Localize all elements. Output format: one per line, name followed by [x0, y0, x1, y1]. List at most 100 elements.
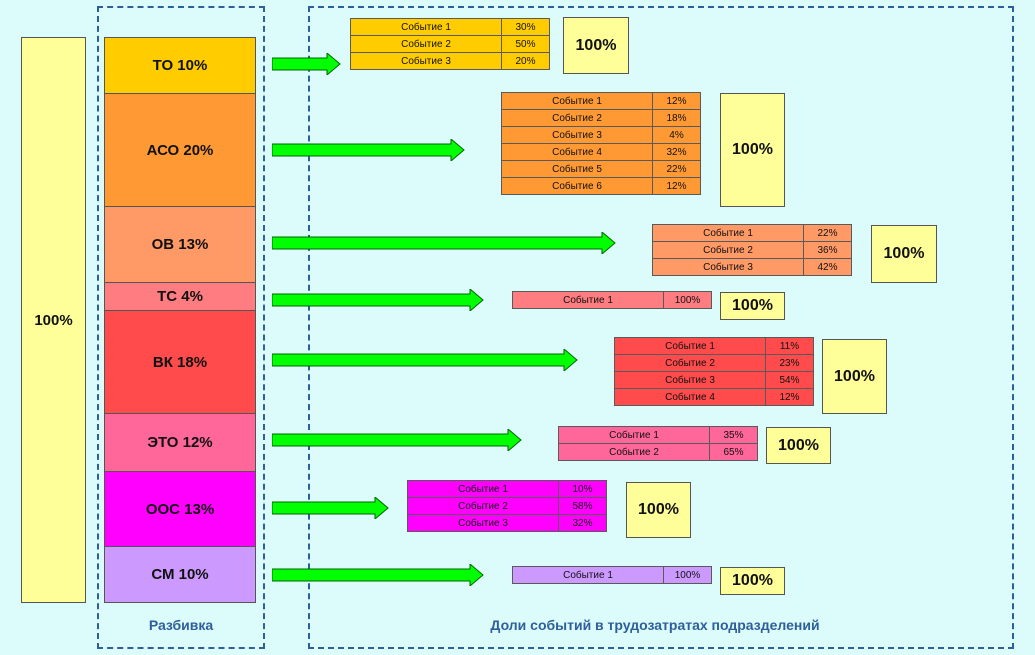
sum-box-vk: 100%	[822, 339, 887, 414]
event-percent: 18%	[652, 109, 701, 127]
breakdown-frame	[97, 6, 265, 649]
event-name: Событие 1	[501, 92, 653, 110]
event-percent: 12%	[652, 177, 701, 195]
event-name: Событие 4	[501, 143, 653, 161]
event-name: Событие 3	[614, 371, 766, 389]
sum-box-to: 100%	[563, 17, 629, 74]
event-percent: 22%	[652, 160, 701, 178]
segment-sm: СМ 10%	[104, 546, 256, 603]
event-percent: 54%	[765, 371, 814, 389]
event-name: Событие 2	[558, 443, 710, 461]
event-percent: 100%	[663, 566, 712, 584]
arrow-aso	[272, 139, 465, 161]
event-name: Событие 1	[558, 426, 710, 444]
event-percent: 11%	[765, 337, 814, 355]
event-percent: 12%	[652, 92, 701, 110]
sum-box-ts: 100%	[720, 292, 785, 320]
arrow-to	[272, 53, 341, 75]
event-name: Событие 5	[501, 160, 653, 178]
event-percent: 32%	[558, 514, 607, 532]
sum-box-eto: 100%	[766, 427, 831, 464]
event-name: Событие 6	[501, 177, 653, 195]
arrow-vk	[272, 349, 578, 371]
segment-eto: ЭТО 12%	[104, 413, 256, 472]
event-percent: 65%	[709, 443, 758, 461]
event-percent: 50%	[501, 35, 550, 53]
segment-ov: ОВ 13%	[104, 206, 256, 283]
segment-ts: ТС 4%	[104, 282, 256, 311]
shares-frame	[308, 6, 1014, 649]
event-percent: 4%	[652, 126, 701, 144]
event-percent: 22%	[803, 224, 852, 242]
arrow-sm	[272, 564, 484, 586]
segment-oos: ООС 13%	[104, 471, 256, 547]
event-name: Событие 4	[614, 388, 766, 406]
event-percent: 23%	[765, 354, 814, 372]
segment-aso: АСО 20%	[104, 93, 256, 207]
event-name: Событие 3	[652, 258, 804, 276]
sum-box-ov: 100%	[871, 225, 937, 283]
event-percent: 42%	[803, 258, 852, 276]
event-name: Событие 1	[512, 291, 664, 309]
arrow-eto	[272, 429, 522, 451]
sum-box-aso: 100%	[720, 93, 785, 207]
segment-vk: ВК 18%	[104, 310, 256, 414]
event-percent: 32%	[652, 143, 701, 161]
event-name: Событие 3	[501, 126, 653, 144]
arrow-ts	[272, 289, 484, 311]
event-name: Событие 1	[652, 224, 804, 242]
event-name: Событие 3	[350, 52, 502, 70]
event-percent: 30%	[501, 18, 550, 36]
event-percent: 10%	[558, 480, 607, 498]
event-percent: 100%	[663, 291, 712, 309]
event-percent: 36%	[803, 241, 852, 259]
event-name: Событие 1	[614, 337, 766, 355]
event-percent: 35%	[709, 426, 758, 444]
event-name: Событие 2	[407, 497, 559, 515]
segment-to: ТО 10%	[104, 37, 256, 94]
event-name: Событие 2	[614, 354, 766, 372]
total-bar: 100%	[21, 37, 86, 603]
sum-box-oos: 100%	[626, 482, 691, 538]
event-name: Событие 2	[350, 35, 502, 53]
event-percent: 58%	[558, 497, 607, 515]
arrow-ov	[272, 232, 616, 254]
sum-box-sm: 100%	[720, 567, 785, 595]
event-name: Событие 1	[407, 480, 559, 498]
arrow-oos	[272, 497, 389, 519]
event-name: Событие 1	[350, 18, 502, 36]
event-percent: 20%	[501, 52, 550, 70]
event-percent: 12%	[765, 388, 814, 406]
shares-label: Доли событий в трудозатратах подразделен…	[490, 617, 820, 633]
breakdown-label: Разбивка	[148, 617, 214, 633]
event-name: Событие 3	[407, 514, 559, 532]
